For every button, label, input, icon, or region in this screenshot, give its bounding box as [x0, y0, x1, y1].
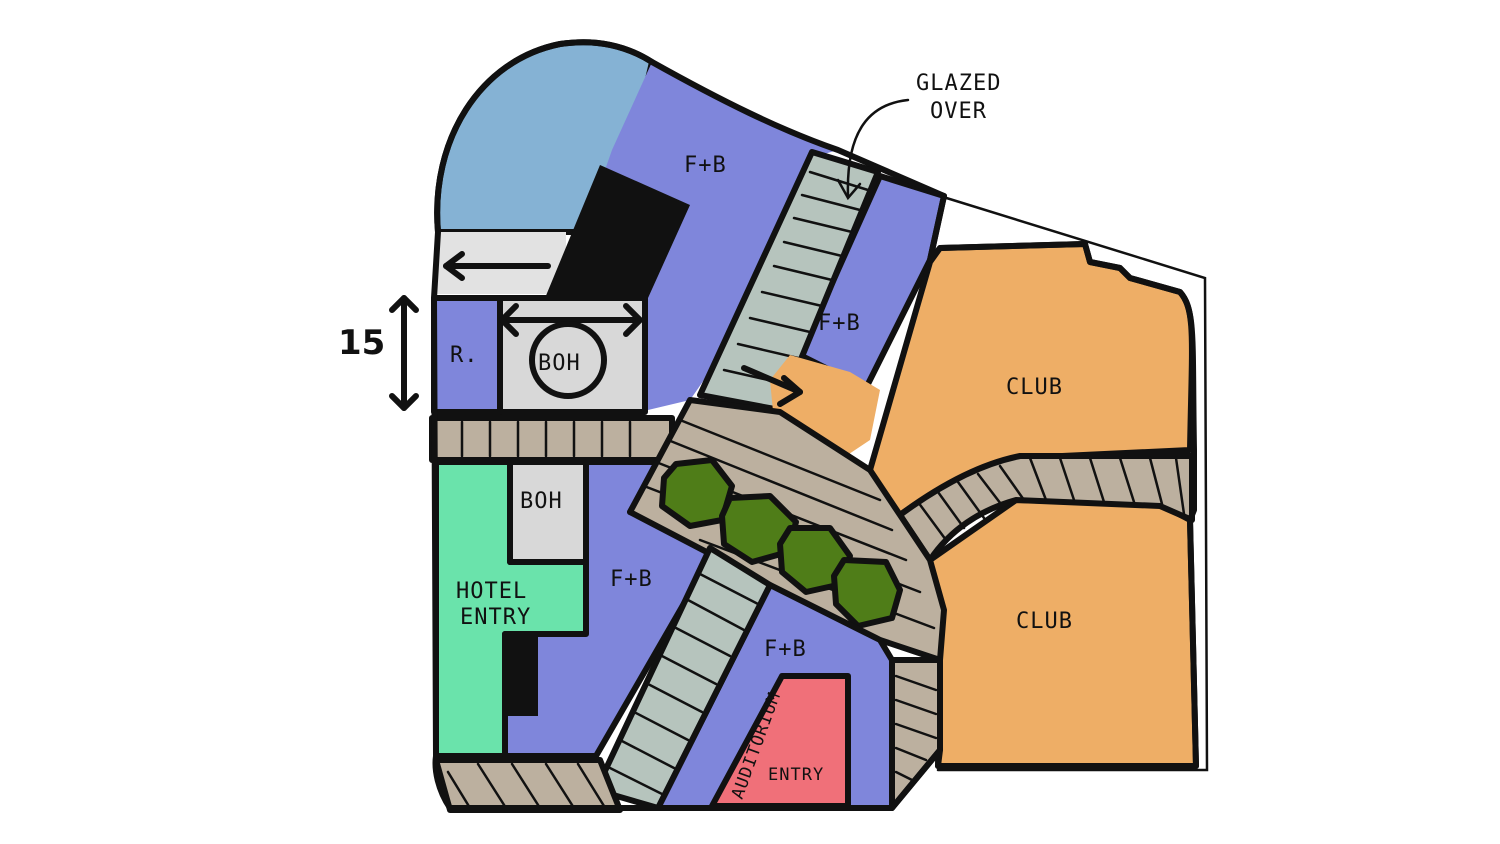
label-boh-top: BOH — [538, 351, 581, 376]
label-glazed-line2: OVER — [930, 99, 987, 124]
entry-arrow-icon — [741, 365, 803, 407]
path-club-divider-hatch — [916, 456, 1186, 542]
path-right-vertical-hatch — [894, 674, 938, 782]
core-black-bottom — [502, 636, 538, 716]
label-club-top: CLUB — [1006, 375, 1063, 400]
glazed-strip-lower-hatch — [604, 572, 760, 796]
label-glazed-line1: GLAZED — [916, 71, 1001, 96]
tree-4 — [831, 557, 903, 629]
path-bottom-left-hatch — [446, 762, 606, 810]
room-boh-bottom — [507, 459, 589, 565]
label-fb-top: F+B — [684, 153, 727, 178]
dimension-arrow-icon — [389, 295, 419, 411]
arrow-left-icon — [443, 251, 551, 281]
label-dimension: 15 — [338, 323, 385, 363]
site-boundary — [936, 194, 1209, 772]
label-r-room: R. — [450, 343, 479, 368]
trees — [659, 457, 903, 629]
label-boh-bottom: BOH — [520, 489, 563, 514]
label-auditorium-line2: ENTRY — [768, 765, 824, 785]
glazed-leader-icon — [836, 98, 910, 201]
path-horizontal-band-hatch — [460, 420, 632, 458]
label-club-bottom: CLUB — [1016, 609, 1073, 634]
label-hotel-line1: HOTEL — [456, 579, 527, 604]
zone-fb-top — [560, 62, 838, 410]
plan-outline — [431, 39, 1199, 811]
label-fb-bottom: F+B — [764, 637, 807, 662]
tree-1 — [659, 457, 735, 529]
label-fb-center: F+B — [610, 567, 653, 592]
double-arrow-icon — [499, 303, 643, 337]
label-fb-mid-right: F+B — [818, 311, 861, 336]
boh-circle-icon — [529, 321, 607, 399]
label-hotel-line2: ENTRY — [460, 605, 531, 630]
path-horizontal-band — [429, 415, 675, 463]
core-black-top — [545, 165, 690, 298]
